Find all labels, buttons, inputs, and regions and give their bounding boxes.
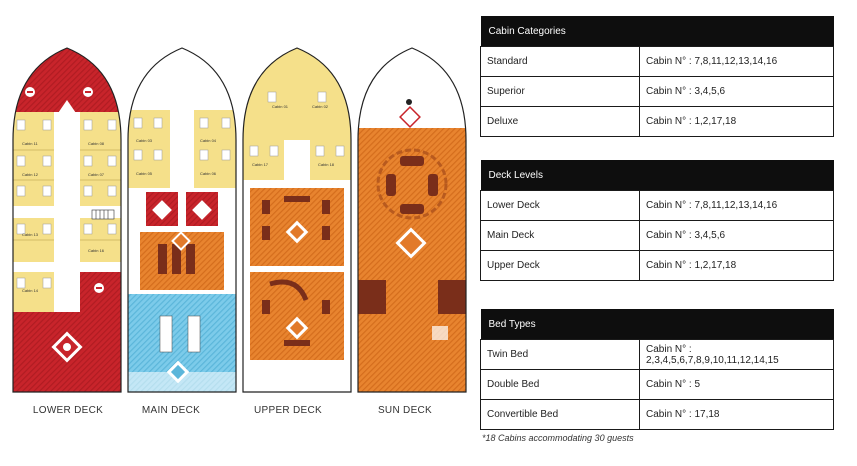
table-header: Cabin Categories — [480, 16, 834, 47]
table-header: Bed Types — [480, 309, 834, 340]
row-label: Superior — [480, 76, 640, 107]
cabin-categories-table: Cabin Categories Standard Cabin N° : 7,8… — [480, 16, 834, 137]
cabin-label: Cabin 16 — [88, 248, 105, 253]
lower-deck-plan: Cabin 11 Cabin 12 Cabin 13 Cabin 14 Cabi… — [12, 47, 122, 393]
row-label: Standard — [480, 46, 640, 77]
bridge-icon — [399, 99, 421, 128]
table-row: Lower Deck Cabin N° : 7,8,11,12,13,14,16 — [480, 190, 834, 221]
deck-label-upper: UPPER DECK — [253, 405, 322, 416]
cabin-label: Cabin 01 — [272, 104, 289, 109]
table-row: Main Deck Cabin N° : 3,4,5,6 — [480, 220, 834, 251]
deck-label-main: MAIN DECK — [141, 405, 201, 416]
table-row: Upper Deck Cabin N° : 1,2,17,18 — [480, 250, 834, 281]
row-value: Cabin N° : 2,3,4,5,6,7,8,9,10,11,12,14,1… — [639, 339, 834, 370]
cabin-label: Cabin 03 — [136, 138, 153, 143]
deck-label-sun: SUN DECK — [377, 405, 433, 416]
row-value: Cabin N° : 5 — [639, 369, 834, 400]
cabin-label: Cabin 11 — [22, 141, 38, 146]
no-entry-icon — [25, 87, 104, 293]
table-row: Double Bed Cabin N° : 5 — [480, 369, 834, 400]
row-value: Cabin N° : 3,4,5,6 — [639, 76, 834, 107]
row-value: Cabin N° : 1,2,17,18 — [639, 250, 834, 281]
table-row: Twin Bed Cabin N° : 2,3,4,5,6,7,8,9,10,1… — [480, 339, 834, 370]
footnote: *18 Cabins accommodating 30 guests — [482, 433, 634, 443]
row-value: Cabin N° : 3,4,5,6 — [639, 220, 834, 251]
sun-deck-plan — [357, 47, 467, 393]
main-deck-plan: Cabin 03 Cabin 04 Cabin 05 Cabin 06 — [127, 47, 237, 393]
table-row: Superior Cabin N° : 3,4,5,6 — [480, 76, 834, 107]
cabin-label: Cabin 13 — [22, 232, 39, 237]
cabin-label: Cabin 07 — [88, 172, 105, 177]
service-icon — [152, 200, 212, 220]
sunbed-icon — [395, 227, 427, 259]
cabin-label: Cabin 18 — [318, 162, 335, 167]
cabin-label: Cabin 05 — [136, 171, 153, 176]
row-value: Cabin N° : 1,2,17,18 — [639, 106, 834, 137]
row-value: Cabin N° : 7,8,11,12,13,14,16 — [639, 190, 834, 221]
deck-plan-drawing: Cabin 11 Cabin 12 Cabin 13 Cabin 14 Cabi… — [12, 47, 467, 393]
upper-deck-plan: Cabin 01 Cabin 02 Cabin 17 Cabin 18 — [242, 47, 352, 393]
row-label: Convertible Bed — [480, 399, 640, 430]
deck-levels-table: Deck Levels Lower Deck Cabin N° : 7,8,11… — [480, 160, 834, 281]
table-row: Standard Cabin N° : 7,8,11,12,13,14,16 — [480, 46, 834, 77]
row-label: Twin Bed — [480, 339, 640, 370]
row-value: Cabin N° : 7,8,11,12,13,14,16 — [639, 46, 834, 77]
row-label: Main Deck — [480, 220, 640, 251]
cabin-label: Cabin 04 — [200, 138, 217, 143]
cabin-label: Cabin 02 — [312, 104, 329, 109]
table-header: Deck Levels — [480, 160, 834, 191]
row-label: Deluxe — [480, 106, 640, 137]
deck-plans: Cabin 11 Cabin 12 Cabin 13 Cabin 14 Cabi… — [12, 47, 467, 416]
bed-types-table: Bed Types Twin Bed Cabin N° : 2,3,4,5,6,… — [480, 309, 834, 430]
cabin-label: Cabin 17 — [252, 162, 269, 167]
deck-label-lower: LOWER DECK — [32, 405, 104, 416]
row-label: Double Bed — [480, 369, 640, 400]
row-value: Cabin N° : 17,18 — [639, 399, 834, 430]
engine-room-icon — [51, 331, 83, 363]
cabin-label: Cabin 12 — [22, 172, 39, 177]
table-row: Convertible Bed Cabin N° : 17,18 — [480, 399, 834, 430]
table-row: Deluxe Cabin N° : 1,2,17,18 — [480, 106, 834, 137]
cabin-label: Cabin 14 — [22, 288, 39, 293]
row-label: Lower Deck — [480, 190, 640, 221]
row-label: Upper Deck — [480, 250, 640, 281]
cabin-label: Cabin 08 — [88, 141, 105, 146]
dining-icon — [171, 231, 191, 251]
cabin-label: Cabin 06 — [200, 171, 217, 176]
